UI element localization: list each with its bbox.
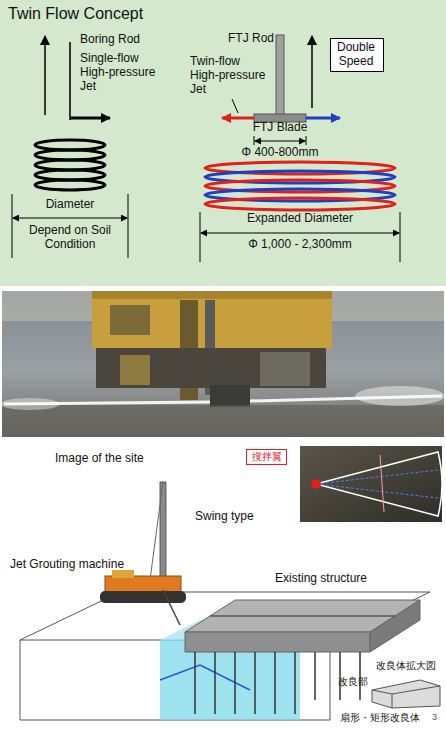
machine-label: Jet Grouting machine: [10, 558, 124, 572]
rod-label: Boring Rod: [80, 33, 140, 47]
speed-box: Double Speed: [330, 38, 384, 72]
figure-label: 改良体拡大図: [376, 660, 436, 672]
callout-box: 撹拌翼: [246, 449, 287, 465]
dimension-label: Expanded Diameter: [200, 212, 400, 226]
box-text: Double Speed: [337, 41, 375, 69]
panel-title: Twin Flow Concept: [8, 5, 143, 23]
part-label: 改良部: [338, 676, 368, 688]
dimension-note: Depend on Soil Condition: [12, 224, 128, 252]
figure-label: Image of the site: [55, 452, 144, 466]
figure-label: Swing type: [195, 510, 254, 524]
jet-label: Single-flow High-pressure Jet: [80, 52, 164, 93]
dimension-value: Φ 400-800mm: [232, 146, 328, 160]
rod-label: FTJ Rod: [228, 32, 274, 46]
dimension-label: Diameter: [12, 198, 128, 212]
dimension-value: Φ 1,000 - 2,300mm: [200, 238, 400, 252]
blade-label: FTJ Blade: [248, 121, 312, 135]
jet-label: Twin-flow High-pressure Jet: [190, 55, 272, 96]
structure-label: Existing structure: [275, 572, 367, 586]
page-number: 3: [432, 712, 437, 722]
figure-caption: 扇形・矩形改良体: [340, 712, 420, 724]
box-text: 撹拌翼: [251, 451, 282, 463]
